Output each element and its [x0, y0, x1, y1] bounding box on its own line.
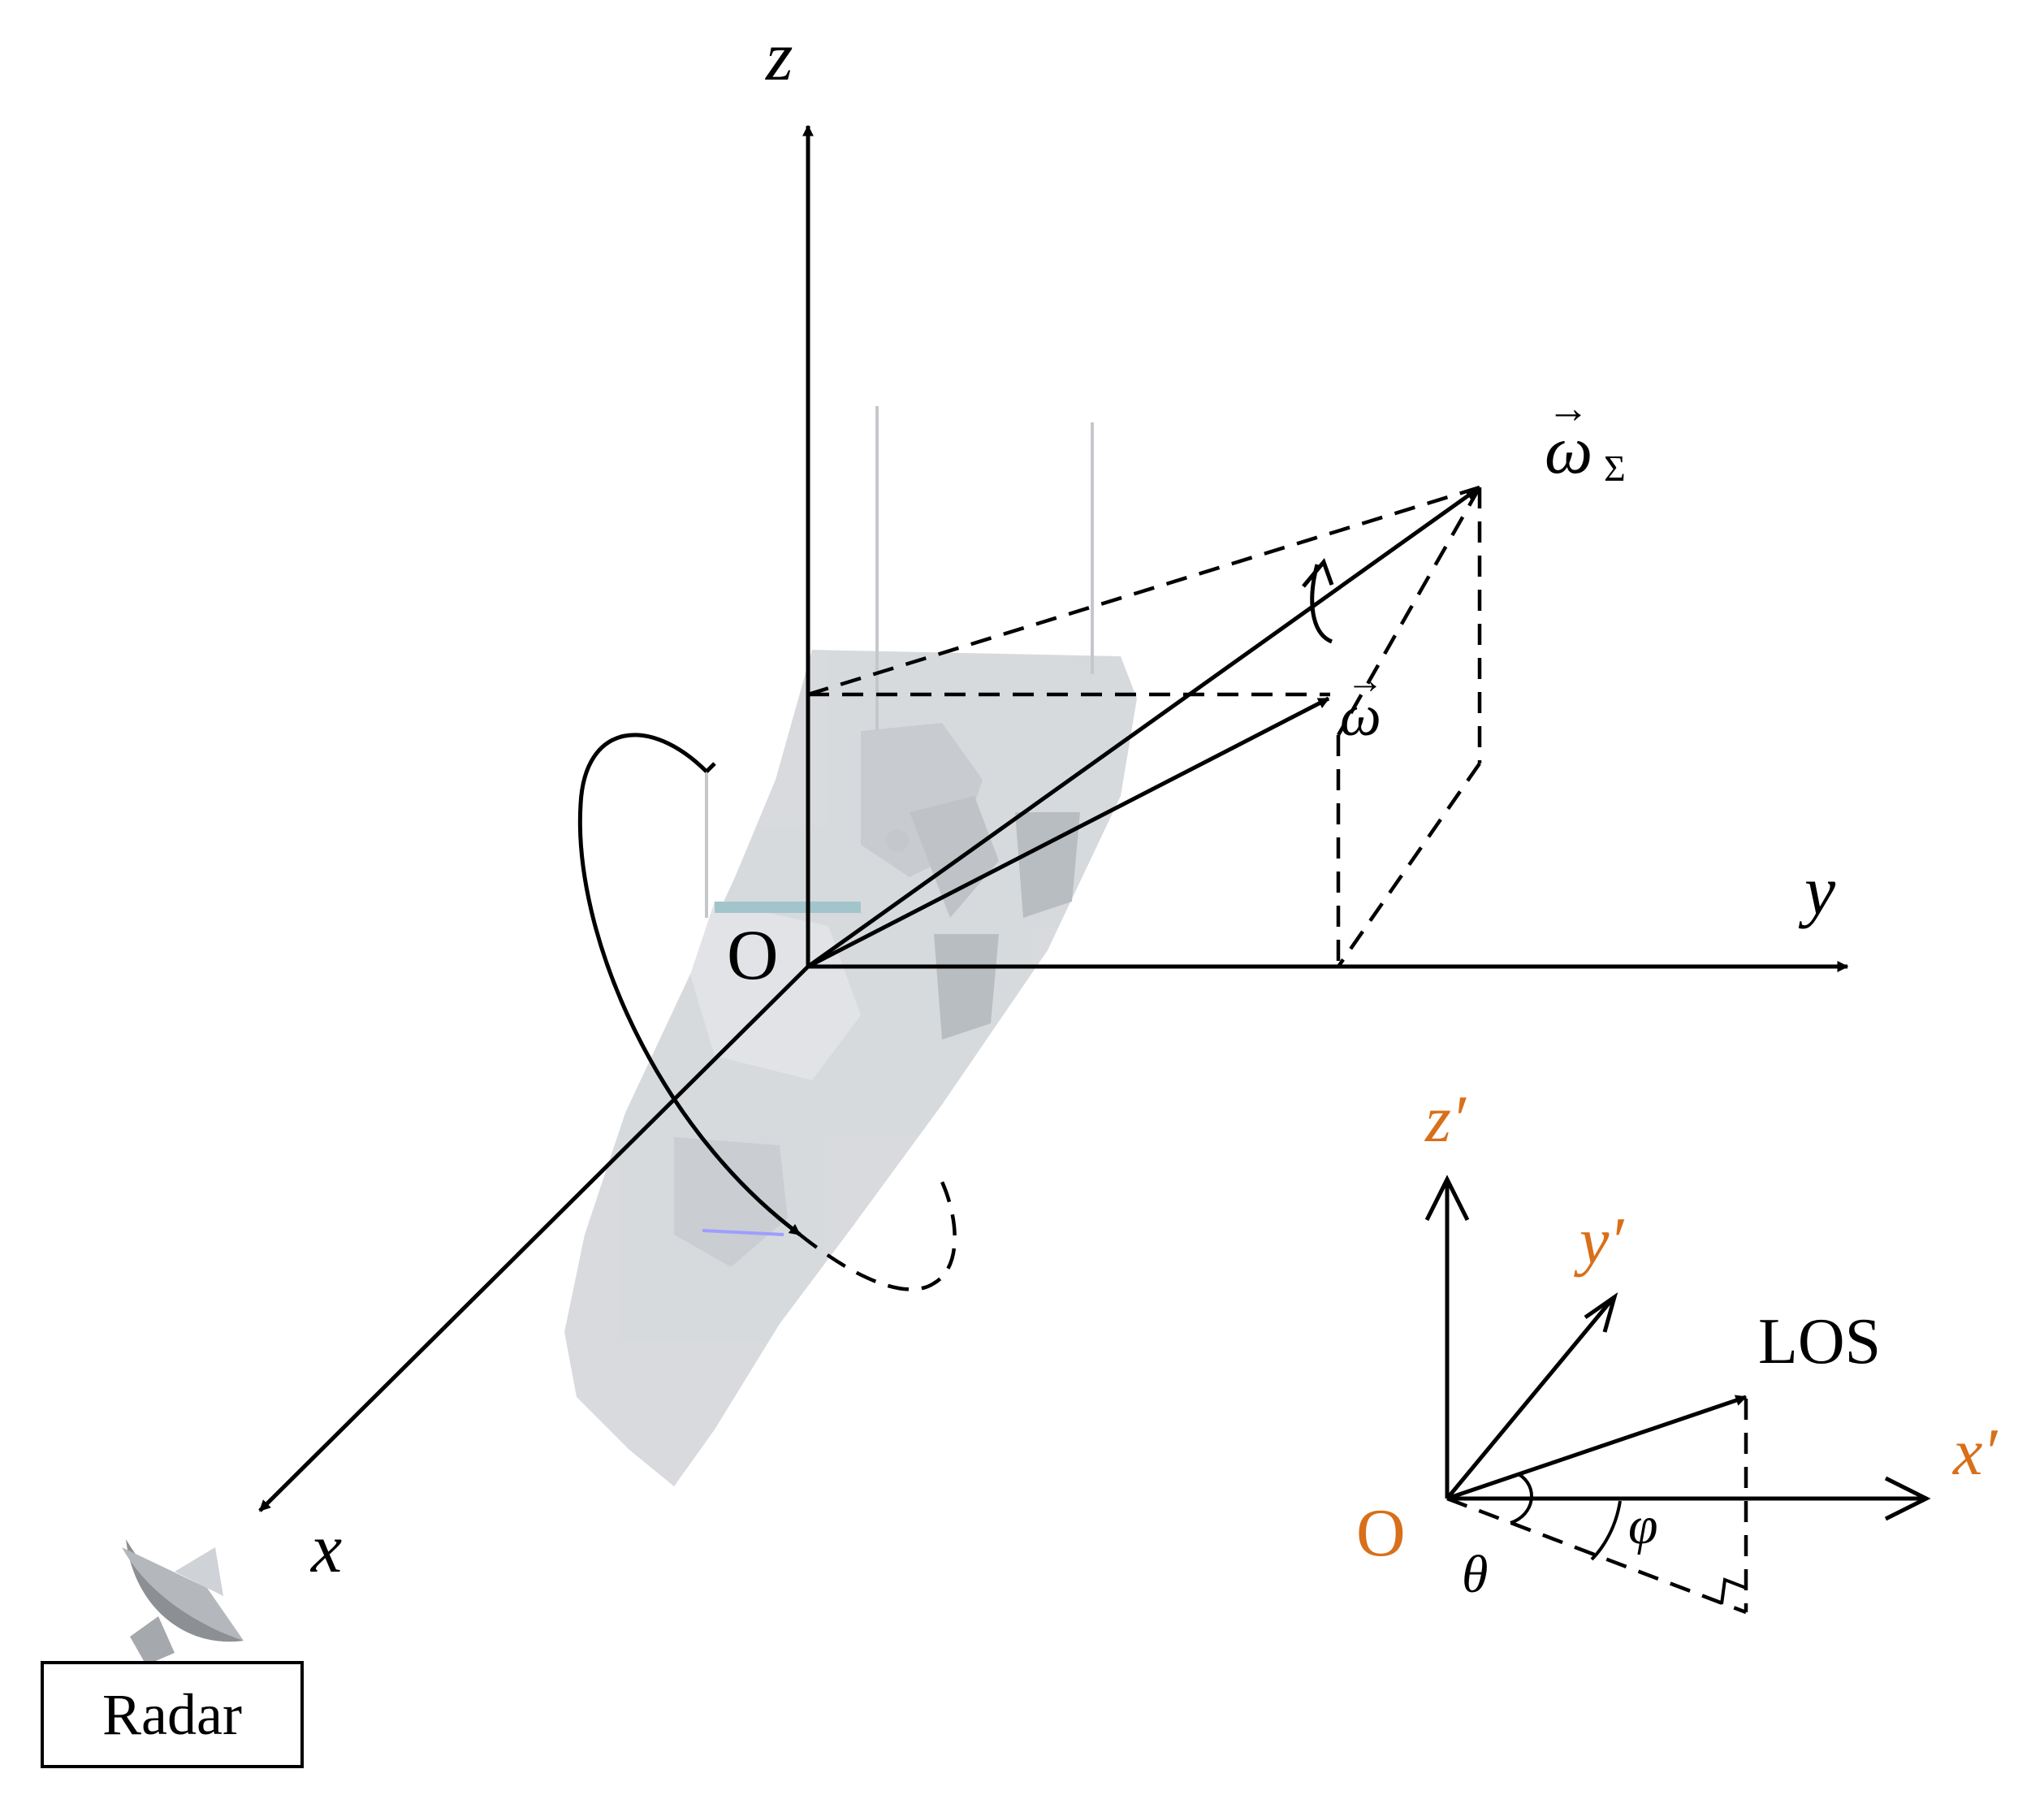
x-prime-label: x′ [1952, 1415, 1998, 1489]
radar-box [41, 1661, 304, 1768]
inset-coordinate-system: z′ y′ x′ O LOS θ φ [1356, 1082, 1998, 1615]
projection-lines [807, 485, 1482, 968]
roll-rotation-arc-dashed [798, 1181, 957, 1291]
omega-label: ω [1340, 683, 1381, 748]
inset-origin-label: O [1356, 1495, 1406, 1571]
z-axis-label: z [765, 17, 793, 95]
ship-silhouette [564, 406, 1137, 1486]
omega-sum-subscript: Σ [1604, 448, 1626, 489]
omega-vector [806, 696, 1330, 969]
x-axis-label: x [309, 1509, 342, 1587]
radar: Radar [41, 1539, 304, 1768]
rotation-arcs [577, 558, 1334, 1291]
y-axis-label: y [1798, 851, 1836, 929]
theta-label: θ [1462, 1545, 1488, 1604]
main-axes: z y x O [258, 17, 1849, 1587]
omega-sum-label-arrow: → [1547, 386, 1589, 432]
omega-sum-vector [806, 487, 1478, 969]
right-angle-marker [1720, 1577, 1747, 1605]
rotation-vectors: ω → ω → Σ [806, 386, 1626, 969]
omega-label-arrow: → [1346, 660, 1384, 701]
los-vector [1446, 1395, 1748, 1501]
x-axis [258, 965, 810, 1512]
radar-dish-icon [122, 1539, 244, 1665]
yaw-rotation-arc-head [1302, 558, 1334, 588]
y-prime-label: y′ [1574, 1204, 1624, 1278]
z-prime-label: z′ [1424, 1082, 1467, 1156]
los-label: LOS [1758, 1306, 1881, 1378]
y-prime-axis [1445, 1298, 1614, 1500]
omega-sum-label: ω [1545, 413, 1592, 488]
phi-arc [1590, 1500, 1622, 1561]
origin-label: O [727, 916, 779, 995]
roll-rotation-arc [577, 733, 802, 1237]
radar-label: Radar [102, 1682, 242, 1747]
theta-arc [1510, 1473, 1533, 1525]
roll-rotation-arc-continuation [705, 762, 716, 773]
phi-label: φ [1628, 1496, 1658, 1555]
